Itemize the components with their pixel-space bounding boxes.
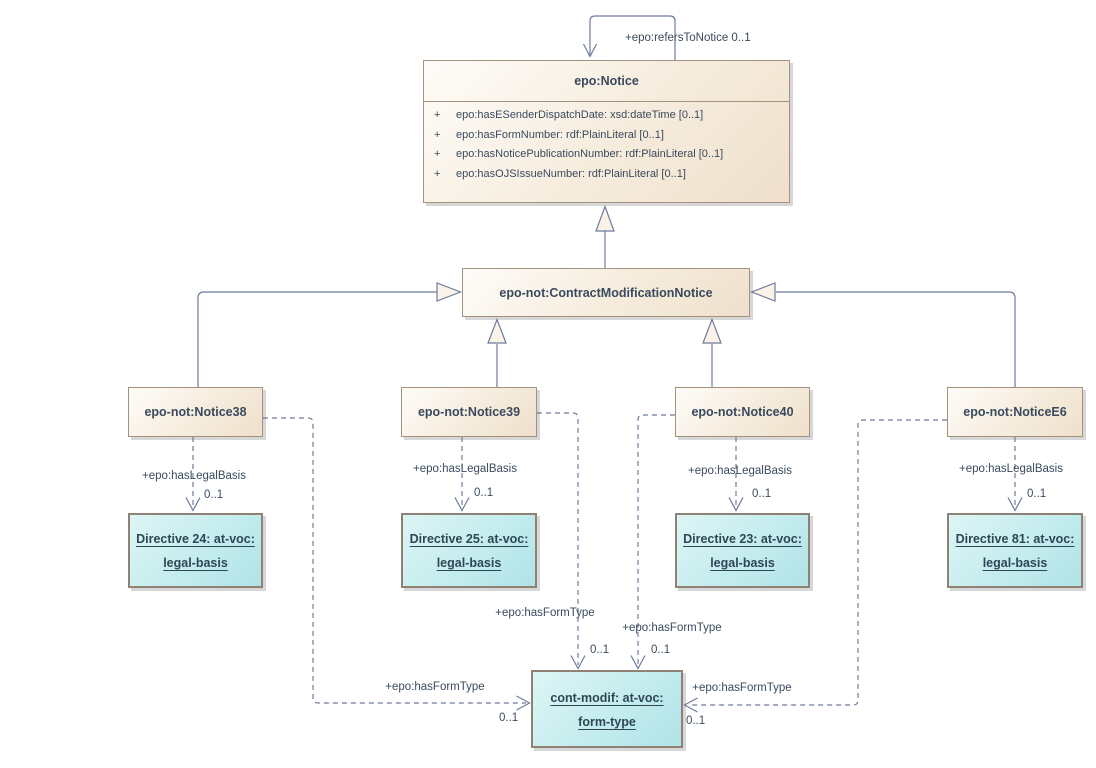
class-title: epo-not:Notice40 bbox=[691, 405, 794, 419]
edge-label-has-form-type: +epo:hasFormType bbox=[692, 682, 792, 694]
edge-label-has-legal-basis: +epo:hasLegalBasis bbox=[142, 470, 246, 482]
object-box-directive-25-legal-basis[interactable]: Directive 25: at-voc: legal-basis bbox=[401, 513, 537, 588]
class-box-noticee6[interactable]: epo-not:NoticeE6 bbox=[947, 387, 1083, 437]
generalization-line bbox=[776, 291, 1016, 387]
object-box-directive-23-legal-basis[interactable]: Directive 23: at-voc: legal-basis bbox=[675, 513, 810, 588]
attribute-row: + epo:hasESenderDispatchDate: xsd:dateTi… bbox=[424, 106, 789, 126]
visibility-plus: + bbox=[434, 167, 441, 180]
edge-multiplicity: 0..1 bbox=[651, 644, 671, 656]
open-arrowhead-icon bbox=[570, 655, 586, 670]
generalization-line bbox=[197, 291, 437, 387]
open-arrowhead-icon bbox=[683, 697, 698, 713]
class-title: epo:Notice bbox=[574, 74, 639, 88]
association-dashed-line bbox=[263, 417, 526, 704]
edge-multiplicity: 0..1 bbox=[499, 712, 519, 724]
class-title: epo-not:ContractModificationNotice bbox=[499, 285, 713, 300]
attribute-row: + epo:hasNoticePublicationNumber: rdf:Pl… bbox=[424, 145, 789, 165]
object-title-line: legal-basis bbox=[710, 556, 775, 570]
attribute-row: + epo:hasFormNumber: rdf:PlainLiteral [0… bbox=[424, 126, 789, 146]
edge-multiplicity: 0..1 bbox=[686, 715, 706, 727]
class-box-contract-modification-notice[interactable]: epo-not:ContractModificationNotice bbox=[462, 268, 750, 317]
object-title-line: Directive 23: at-voc: bbox=[683, 532, 802, 546]
attribute-list: + epo:hasESenderDispatchDate: xsd:dateTi… bbox=[424, 102, 789, 184]
open-arrowhead-icon bbox=[582, 43, 598, 58]
edge-label-has-legal-basis: +epo:hasLegalBasis bbox=[688, 465, 792, 477]
object-title-line: form-type bbox=[578, 715, 636, 729]
open-arrowhead-icon bbox=[630, 655, 646, 670]
edge-label-refers-to-notice: +epo:refersToNotice 0..1 bbox=[625, 32, 751, 44]
class-box-epo-notice[interactable]: epo:Notice + epo:hasESenderDispatchDate:… bbox=[423, 60, 790, 203]
attribute-text: epo:hasOJSIssueNumber: rdf:PlainLiteral … bbox=[456, 167, 686, 180]
class-title: epo-not:Notice39 bbox=[417, 405, 521, 419]
generalization-triangle-icon bbox=[702, 317, 722, 344]
edge-multiplicity: 0..1 bbox=[752, 488, 772, 500]
edge-label-has-legal-basis: +epo:hasLegalBasis bbox=[959, 463, 1063, 475]
attribute-text: epo:hasFormNumber: rdf:PlainLiteral [0..… bbox=[456, 128, 664, 141]
object-box-directive-24-legal-basis[interactable]: Directive 24: at-voc: legal-basis bbox=[128, 513, 263, 588]
visibility-plus: + bbox=[434, 109, 441, 121]
object-box-directive-81-legal-basis[interactable]: Directive 81: at-voc: legal-basis bbox=[947, 513, 1083, 588]
object-title-line: Directive 25: at-voc: bbox=[409, 532, 529, 546]
self-association-line bbox=[589, 15, 676, 60]
object-title-line: legal-basis bbox=[163, 556, 228, 570]
attribute-row: + epo:hasOJSIssueNumber: rdf:PlainLitera… bbox=[424, 165, 789, 185]
generalization-triangle-icon bbox=[487, 317, 507, 344]
open-arrowhead-icon bbox=[516, 695, 531, 711]
object-title-line: Directive 81: at-voc: bbox=[955, 532, 1075, 546]
visibility-plus: + bbox=[434, 128, 441, 141]
class-box-notice40[interactable]: epo-not:Notice40 bbox=[675, 387, 810, 437]
generalization-triangle-icon bbox=[749, 282, 776, 302]
edge-multiplicity: 0..1 bbox=[204, 489, 224, 501]
edge-multiplicity: 0..1 bbox=[590, 644, 610, 656]
open-arrowhead-icon bbox=[454, 497, 470, 512]
open-arrowhead-icon bbox=[185, 497, 201, 512]
attribute-text: epo:hasESenderDispatchDate: xsd:dateTime… bbox=[456, 109, 704, 121]
generalization-triangle-icon bbox=[436, 282, 463, 302]
edge-label-has-form-type: +epo:hasFormType bbox=[622, 622, 722, 634]
object-title-line: legal-basis bbox=[982, 556, 1048, 570]
association-dashed-line bbox=[637, 414, 675, 665]
association-dashed-line bbox=[688, 419, 947, 706]
edge-label-has-legal-basis: +epo:hasLegalBasis bbox=[413, 463, 517, 475]
class-title: epo-not:NoticeE6 bbox=[963, 405, 1067, 419]
edge-multiplicity: 0..1 bbox=[474, 487, 494, 499]
edge-label-has-form-type: +epo:hasFormType bbox=[385, 681, 485, 693]
class-box-notice39[interactable]: epo-not:Notice39 bbox=[401, 387, 537, 437]
object-title-line: cont-modif: at-voc: bbox=[550, 691, 664, 705]
object-box-cont-modif-form-type[interactable]: cont-modif: at-voc: form-type bbox=[531, 670, 683, 748]
edge-multiplicity: 0..1 bbox=[1027, 488, 1047, 500]
object-title-line: Directive 24: at-voc: bbox=[136, 532, 255, 546]
edge-label-has-form-type: +epo:hasFormType bbox=[495, 607, 595, 619]
class-title: epo-not:Notice38 bbox=[144, 405, 247, 419]
association-dashed-line bbox=[537, 412, 579, 665]
object-title-line: legal-basis bbox=[436, 556, 502, 570]
generalization-triangle-icon bbox=[595, 204, 615, 232]
class-box-notice38[interactable]: epo-not:Notice38 bbox=[128, 387, 263, 437]
visibility-plus: + bbox=[434, 148, 441, 160]
attribute-text: epo:hasNoticePublicationNumber: rdf:Plai… bbox=[456, 148, 724, 160]
open-arrowhead-icon bbox=[728, 497, 744, 512]
open-arrowhead-icon bbox=[1007, 497, 1023, 512]
